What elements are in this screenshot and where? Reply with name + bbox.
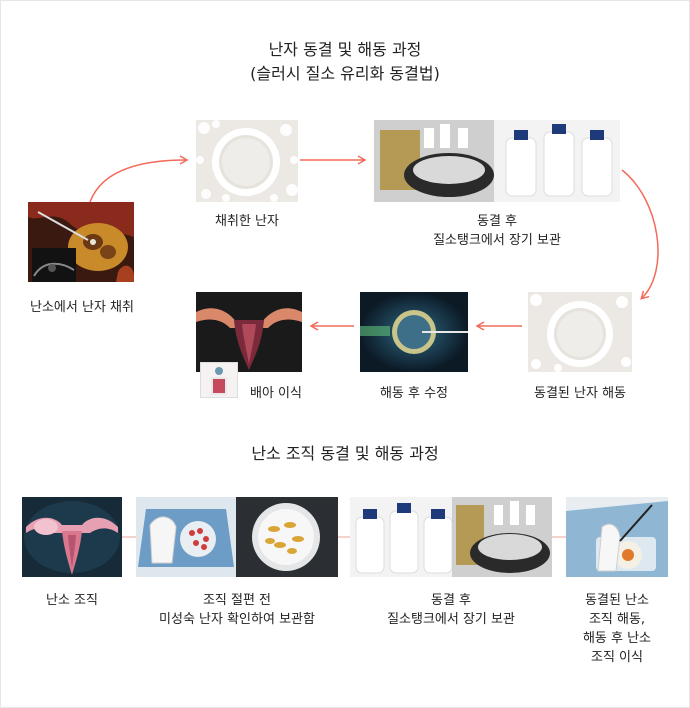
section1-subtitle: (슬러시 질소 유리화 동결법)	[250, 64, 440, 83]
ovary-tissue-image	[22, 497, 122, 577]
arrow-storage-to-thaw	[621, 169, 659, 300]
nitrogen-tank-image	[374, 120, 620, 202]
label-transplant-line2: 조직 해동,	[588, 612, 646, 627]
section1-title: 난자 동결 및 해동 과정	[268, 40, 422, 59]
label-storage-line2: 질소탱크에서 장기 보관	[433, 233, 561, 248]
nitrogen-tank-image-2	[350, 497, 552, 577]
collected-egg-image	[196, 120, 298, 202]
label-collected-egg: 채취한 난자	[215, 214, 279, 229]
label-fertilize: 해동 후 수정	[379, 386, 449, 401]
label-thaw: 동결된 난자 해동	[534, 386, 626, 401]
tissue-section-image	[136, 497, 338, 577]
section2-title: 난소 조직 동결 및 해동 과정	[251, 444, 439, 463]
ovary-retrieval-image	[28, 202, 134, 282]
arrow-retrieval-to-collected	[89, 155, 189, 203]
label-ovary-tissue: 난소 조직	[46, 593, 98, 608]
label-transplant-line4: 조직 이식	[591, 650, 643, 665]
label-storage2-line1: 동결 후	[430, 593, 471, 608]
fertilization-image	[360, 292, 468, 372]
embryo-inset-image	[200, 362, 238, 398]
label-storage2-line2: 질소탱크에서 장기 보관	[387, 612, 515, 627]
label-transplant-line1: 동결된 난소	[585, 593, 649, 608]
label-section-line2: 미성숙 난자 확인하여 보관함	[159, 612, 315, 627]
label-section-line1: 조직 절편 전	[202, 593, 272, 608]
label-embryo-transfer: 배아 이식	[250, 386, 302, 401]
label-storage-line1: 동결 후	[476, 214, 517, 229]
thawed-egg-image	[528, 292, 632, 372]
label-ovary-retrieval: 난소에서 난자 채취	[30, 300, 134, 315]
tissue-thaw-image	[566, 497, 668, 577]
label-transplant-line3: 해동 후 난소	[582, 631, 652, 646]
uterus-transfer-image	[196, 292, 302, 372]
